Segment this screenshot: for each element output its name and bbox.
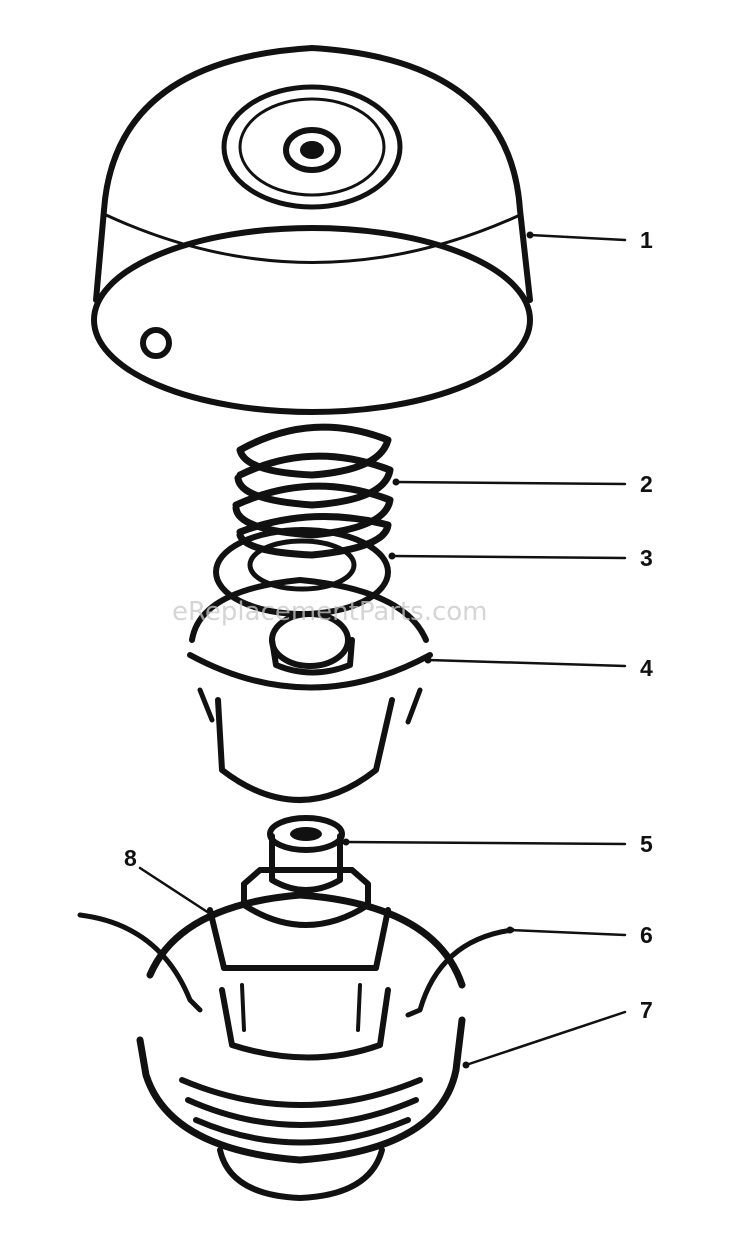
callout-8: 8 bbox=[124, 845, 137, 871]
callout-numbers: 1 2 3 4 5 6 7 8 bbox=[124, 227, 653, 1023]
leader-4 bbox=[426, 658, 627, 668]
callout-4: 4 bbox=[640, 655, 653, 681]
hub-tabs bbox=[197, 687, 423, 725]
hub-center-opening bbox=[269, 611, 351, 669]
leader-1-dot bbox=[526, 231, 534, 239]
cover-top-boss-inner bbox=[238, 97, 386, 197]
trimmer-line-right bbox=[405, 927, 515, 1018]
part-6-trimmer-line bbox=[77, 912, 515, 1018]
leader-8 bbox=[138, 866, 214, 917]
leader-3 bbox=[390, 554, 627, 560]
cover-shell bbox=[93, 45, 533, 303]
cover-hole-center bbox=[300, 141, 324, 159]
callout-5: 5 bbox=[640, 831, 653, 857]
trimmer-line-left bbox=[77, 912, 203, 1013]
spool-bottom-hub bbox=[217, 1147, 385, 1201]
washer-inner bbox=[247, 538, 357, 592]
spool-grooves bbox=[179, 1077, 423, 1146]
spool-top-edge bbox=[146, 891, 466, 989]
cover-top-boss-outer bbox=[221, 84, 403, 210]
leader-5 bbox=[344, 840, 627, 846]
leader-1 bbox=[528, 233, 627, 242]
spool-retainer-bracket bbox=[207, 907, 391, 971]
leader-lines bbox=[138, 231, 627, 1069]
spool-center-cavity bbox=[219, 987, 391, 1061]
adapter-shaft bbox=[269, 833, 343, 893]
leader-6-dot bbox=[506, 926, 514, 934]
callout-3: 3 bbox=[640, 545, 653, 571]
adapter-hole bbox=[290, 827, 322, 841]
leader-2 bbox=[394, 480, 627, 486]
spool-body bbox=[136, 1016, 466, 1164]
leader-2-dot bbox=[392, 478, 400, 486]
hub-cup-body bbox=[215, 697, 395, 803]
hub-center-post bbox=[269, 637, 355, 676]
adapter-flange bbox=[241, 867, 371, 928]
watermark-text: eReplacementParts.com bbox=[172, 597, 488, 627]
leader-3-dot bbox=[388, 552, 396, 560]
leader-4-dot bbox=[424, 656, 432, 664]
cover-inner-edge bbox=[104, 213, 522, 264]
hub-top-rim bbox=[189, 577, 429, 643]
cover-side-bolt bbox=[140, 327, 172, 359]
leader-5-dot bbox=[342, 838, 350, 846]
leader-8-dot bbox=[208, 911, 216, 919]
part-2-spring bbox=[232, 423, 394, 559]
leader-6 bbox=[508, 928, 627, 937]
callout-6: 6 bbox=[640, 922, 653, 948]
part-1-cover bbox=[91, 45, 533, 415]
cover-threaded-hole bbox=[283, 127, 341, 173]
part-4-hub bbox=[187, 577, 433, 803]
leader-7-dot bbox=[462, 1061, 470, 1069]
leader-7 bbox=[464, 1010, 627, 1067]
spool-latch-lines bbox=[240, 983, 362, 1032]
cover-bottom-rim bbox=[91, 225, 533, 415]
callout-7: 7 bbox=[640, 997, 653, 1023]
spring-coils bbox=[232, 423, 394, 559]
callout-2: 2 bbox=[640, 471, 653, 497]
part-7-spool bbox=[136, 891, 466, 1201]
hub-flange-front bbox=[187, 652, 433, 691]
callout-1: 1 bbox=[640, 227, 653, 253]
part-5-adapter bbox=[241, 815, 371, 928]
